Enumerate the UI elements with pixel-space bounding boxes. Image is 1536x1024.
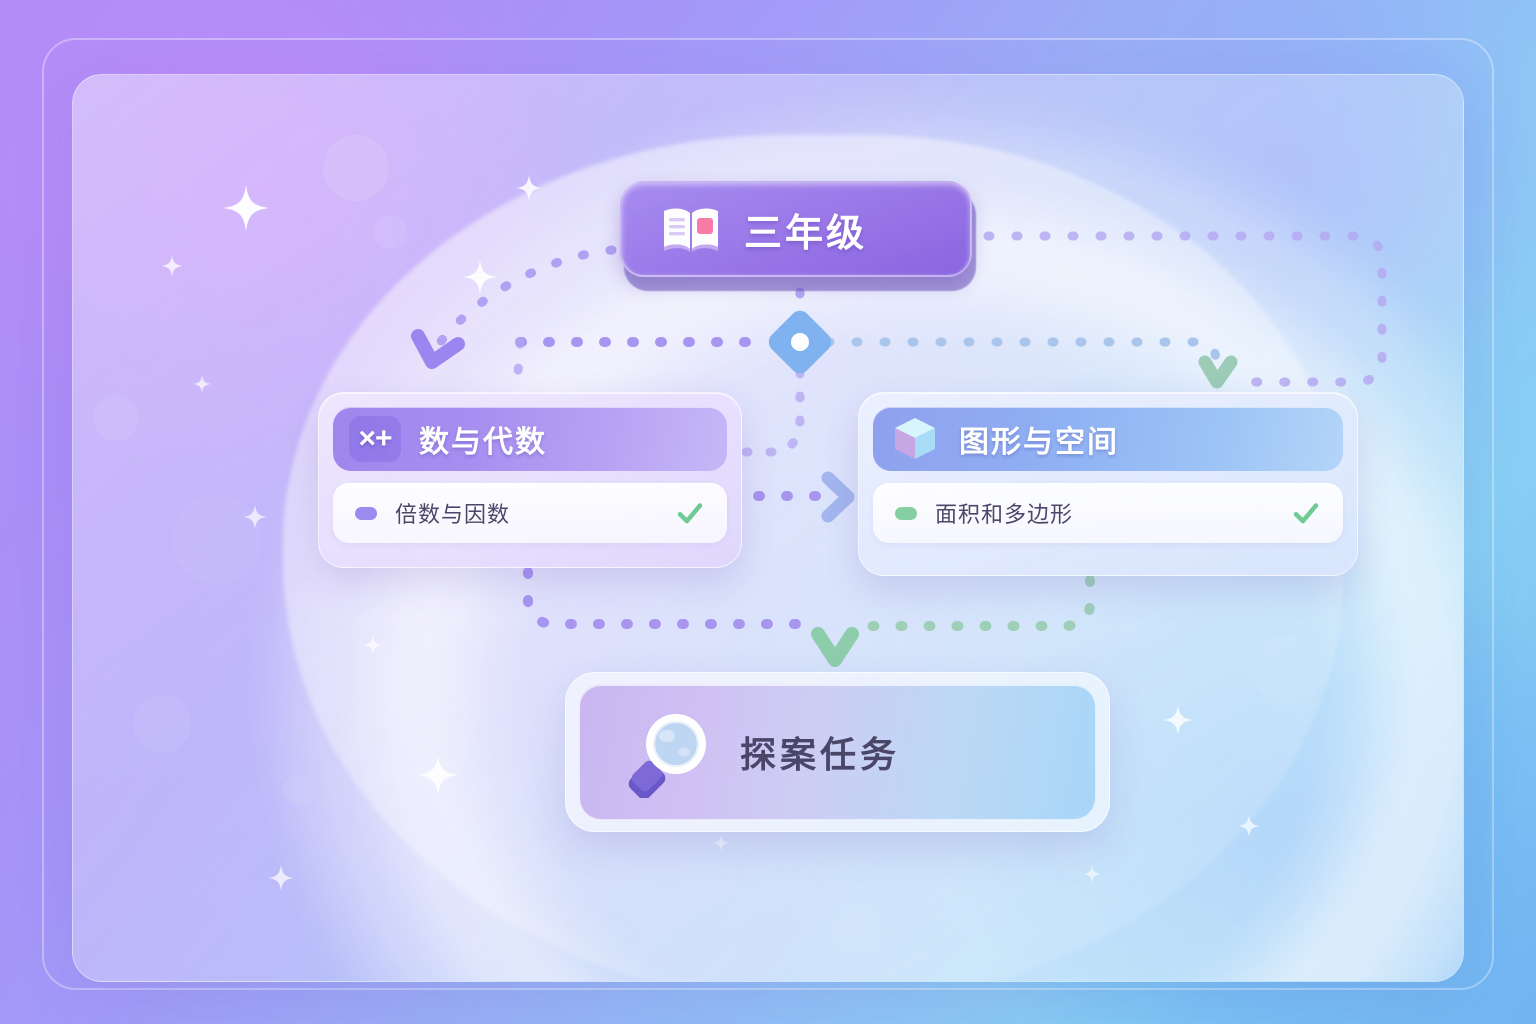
bokeh-circle bbox=[93, 395, 139, 441]
check-icon bbox=[1293, 503, 1319, 524]
sparkle-icon bbox=[161, 255, 183, 277]
bokeh-circle bbox=[833, 905, 885, 957]
bokeh-circle bbox=[1253, 635, 1323, 705]
outer-frame-border bbox=[42, 38, 1494, 990]
bokeh-circle bbox=[173, 495, 263, 585]
topic-bullet bbox=[895, 506, 917, 520]
badge-body[interactable]: 三年级 bbox=[620, 181, 972, 277]
topic-row[interactable]: 面积和多边形 bbox=[873, 483, 1343, 543]
sparkle-icon bbox=[223, 185, 269, 231]
multiply-plus-icon: ×+ bbox=[349, 416, 401, 462]
topic-bullet bbox=[355, 506, 377, 520]
quest-title: 探案任务 bbox=[740, 734, 901, 775]
topic-row[interactable]: 倍数与因数 bbox=[333, 483, 727, 543]
quest-card-body[interactable]: 探案任务 bbox=[579, 684, 1096, 820]
magnifier-icon bbox=[628, 714, 706, 798]
bokeh-circle bbox=[1053, 835, 1093, 875]
subject-title: 数与代数 bbox=[419, 426, 547, 459]
subject-title: 图形与空间 bbox=[959, 426, 1119, 459]
grade-badge-label: 三年级 bbox=[744, 212, 868, 255]
bokeh-circle bbox=[323, 135, 389, 201]
grade-badge[interactable]: 三年级 bbox=[620, 181, 978, 291]
sparkle-icon bbox=[193, 375, 211, 393]
subject-card-header[interactable]: 图形与空间 bbox=[873, 407, 1343, 471]
topic-label: 倍数与因数 bbox=[395, 502, 511, 527]
bokeh-circle bbox=[133, 695, 191, 753]
bokeh-circle bbox=[373, 215, 407, 249]
subject-card-number-algebra[interactable]: ×+ 数与代数 倍数与因数 bbox=[318, 392, 742, 568]
bokeh-circle bbox=[283, 775, 313, 805]
cube-icon bbox=[889, 416, 941, 462]
topic-label: 面积和多边形 bbox=[935, 502, 1074, 527]
check-icon bbox=[677, 503, 703, 524]
open-book-icon bbox=[664, 208, 718, 252]
subject-card-shape-space[interactable]: 图形与空间 面积和多边形 bbox=[858, 392, 1358, 576]
quest-card[interactable]: 探案任务 bbox=[565, 672, 1110, 832]
subject-card-header[interactable]: ×+ 数与代数 bbox=[333, 407, 727, 471]
sparkle-icon bbox=[268, 865, 294, 891]
